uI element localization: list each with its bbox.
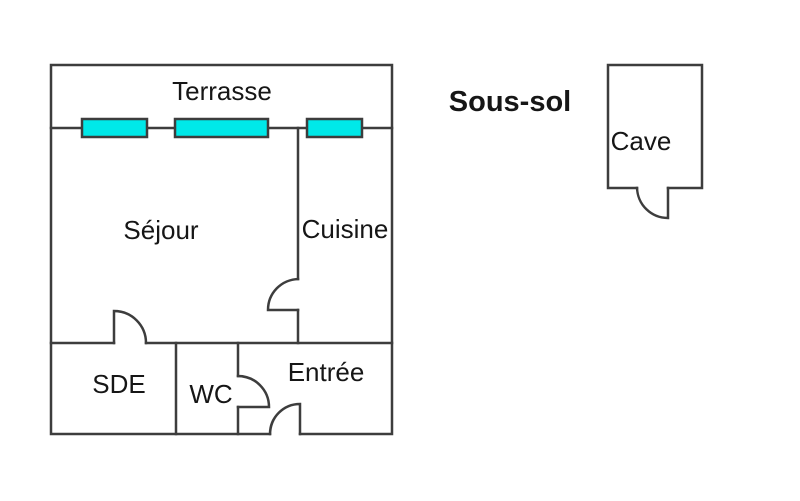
room-label-wc: WC (189, 379, 232, 409)
room-label-cave: Cave (611, 126, 672, 156)
cave-door-icon (635, 186, 670, 220)
room-label-entree: Entrée (288, 357, 365, 387)
room-label-sejour: Séjour (123, 215, 198, 245)
cuisine-door-icon (266, 277, 300, 312)
room-label-terrasse: Terrasse (172, 76, 272, 106)
basement-plan (606, 63, 704, 220)
labels-group: Terrasse Séjour Cuisine SDE WC Entrée So… (92, 76, 671, 409)
wc-door-icon (236, 374, 271, 409)
window-icon-2 (173, 117, 270, 139)
main-floor-plan (49, 63, 394, 436)
cave-walls (606, 63, 704, 190)
room-label-sde: SDE (92, 369, 145, 399)
entrance-door-icon (268, 402, 302, 436)
outer-walls (49, 63, 394, 436)
basement-section-title: Sous-sol (449, 86, 571, 118)
window-icon-3 (305, 117, 364, 139)
windows-group (80, 117, 364, 139)
room-label-cuisine: Cuisine (302, 214, 389, 244)
sde-door-icon (112, 309, 148, 345)
window-icon-1 (80, 117, 149, 139)
